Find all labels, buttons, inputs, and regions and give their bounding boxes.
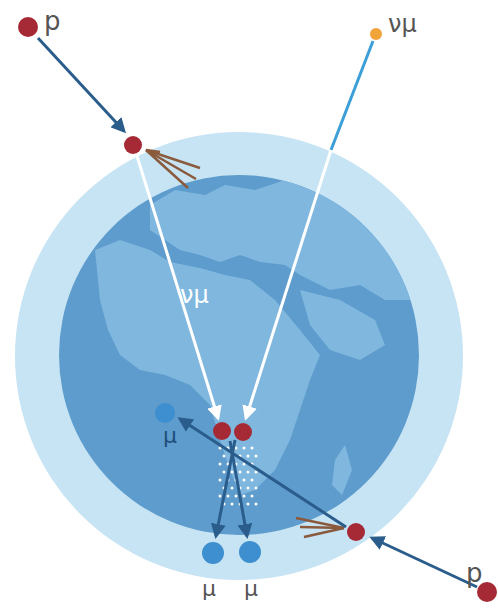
muon-label: μ [202,578,216,600]
muon-label: μ [244,578,258,600]
neutrino-label: νμ [388,12,417,36]
continents [60,175,418,495]
earth [59,175,419,535]
atmosphere [15,132,463,580]
muon-label: μ [163,425,177,447]
proton-label: p [466,560,483,586]
collision-dot [124,136,142,154]
neutrino-label: νμ [180,283,209,307]
air-shower [146,150,200,188]
proton-label: p [44,8,61,34]
